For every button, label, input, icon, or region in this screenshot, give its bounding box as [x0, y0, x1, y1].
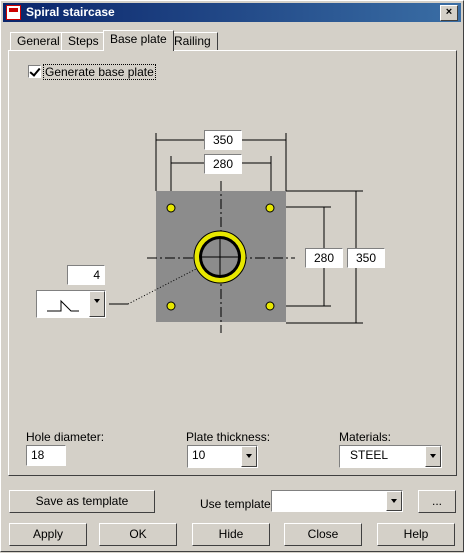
weld-leader-dotted [127, 268, 197, 305]
tab-panel-base-plate [8, 50, 457, 476]
materials-value: STEEL [350, 448, 389, 462]
chevron-down-icon[interactable] [241, 446, 257, 467]
apply-button[interactable]: Apply [9, 523, 87, 546]
hole-diameter-input[interactable]: 18 [26, 445, 66, 466]
fillet-weld-icon [47, 299, 79, 312]
window-title: Spiral staircase [26, 5, 115, 19]
top-outer-dimension-input[interactable]: 350 [204, 130, 242, 150]
right-outer-dimension-input[interactable]: 350 [347, 248, 385, 268]
materials-label: Materials: [339, 430, 392, 444]
chevron-down-icon[interactable] [425, 446, 441, 467]
tab-base-plate[interactable]: Base plate [103, 30, 174, 51]
save-as-template-button[interactable]: Save as template [9, 490, 155, 513]
materials-select[interactable]: STEEL [339, 445, 442, 468]
weld-size-input[interactable]: 4 [67, 265, 105, 285]
top-inner-dimension-input[interactable]: 280 [204, 154, 242, 174]
title-bar[interactable]: Spiral staircase × [3, 3, 461, 22]
help-button[interactable]: Help [377, 523, 455, 546]
plate-thickness-label: Plate thickness: [186, 430, 271, 444]
ok-button[interactable]: OK [99, 523, 177, 546]
use-template-label: Use template: [200, 497, 275, 511]
anchor-hole-top-left [166, 203, 176, 213]
anchor-hole-bottom-right [265, 301, 275, 311]
chevron-down-icon[interactable] [89, 291, 105, 317]
use-template-select[interactable] [271, 490, 403, 512]
tab-general[interactable]: General [10, 32, 67, 50]
weld-type-select[interactable] [36, 290, 106, 318]
anchor-hole-top-right [265, 203, 275, 213]
hide-button[interactable]: Hide [192, 523, 270, 546]
close-window-button[interactable]: × [440, 5, 458, 21]
plate-thickness-value: 10 [192, 448, 206, 462]
close-button[interactable]: Close [284, 523, 362, 546]
generate-base-plate-checkbox[interactable] [28, 65, 41, 78]
anchor-hole-bottom-left [166, 301, 176, 311]
chevron-down-icon[interactable] [386, 491, 402, 511]
right-inner-dimension-input[interactable]: 280 [305, 248, 343, 268]
tab-railing[interactable]: Railing [167, 32, 218, 50]
browse-template-button[interactable]: ... [418, 490, 456, 513]
hole-diameter-label: Hole diameter: [26, 430, 105, 444]
generate-base-plate-label[interactable]: Generate base plate [43, 64, 156, 80]
staircase-app-icon [6, 5, 21, 20]
plate-thickness-select[interactable]: 10 [187, 445, 258, 468]
